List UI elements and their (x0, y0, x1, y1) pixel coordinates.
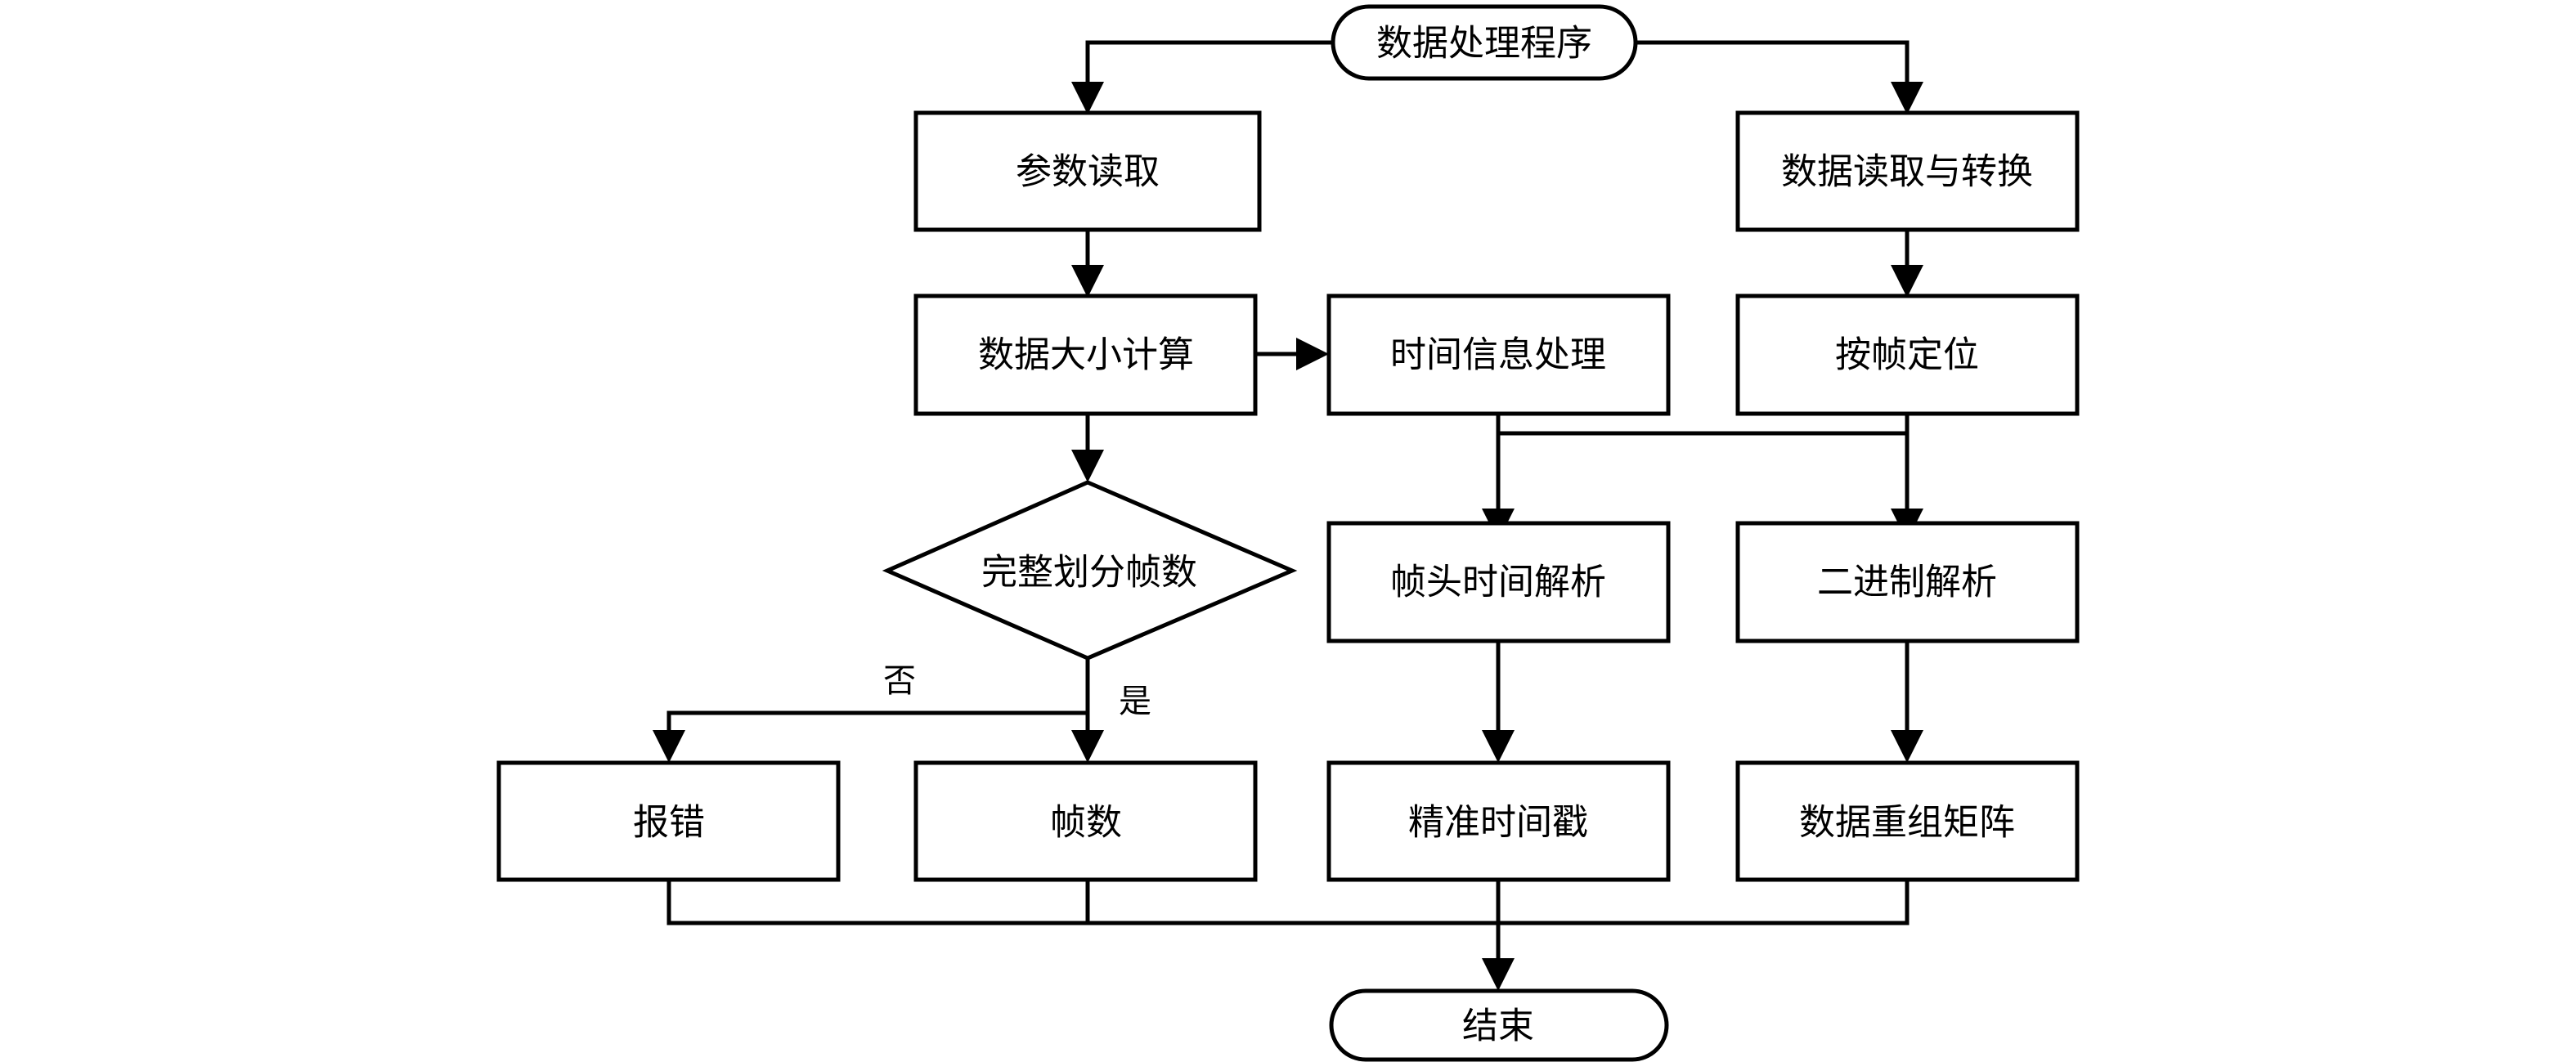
node-data-size-calc[interactable]: 数据大小计算 (913, 294, 1258, 416)
edge-data-read-convert-to-frame-locate (1891, 230, 1923, 298)
node-frame-header-time-parse[interactable]: 帧头时间解析 (1326, 521, 1671, 643)
node-start[interactable]: 数据处理程序 (1331, 4, 1638, 81)
node-data-size-calc-label: 数据大小计算 (978, 334, 1194, 376)
edge-bottom-merge-bus (666, 879, 1910, 925)
node-data-reorg-matrix[interactable]: 数据重组矩阵 (1735, 760, 2080, 882)
node-param-read-label: 参数读取 (1016, 151, 1160, 193)
node-frame-count[interactable]: 帧数 (913, 760, 1258, 882)
node-decision-full-frames-label: 完整划分帧数 (981, 552, 1197, 594)
edge-binary-parse-to-data-reorg-matrix (1891, 641, 1923, 763)
node-time-info-process-label: 时间信息处理 (1390, 334, 1606, 376)
edge-frame-header-parse-to-precise-timestamp (1482, 641, 1515, 763)
edge-decision-stem (1071, 658, 1104, 763)
node-data-read-convert[interactable]: 数据读取与转换 (1735, 110, 2080, 232)
node-frame-header-time-parse-label: 帧头时间解析 (1390, 562, 1606, 603)
node-binary-parse[interactable]: 二进制解析 (1735, 521, 2080, 643)
node-error-report-label: 报错 (633, 802, 705, 844)
node-frame-count-label: 帧数 (1050, 802, 1122, 844)
edge-label-no: 否 (883, 662, 916, 700)
node-data-reorg-matrix-label: 数据重组矩阵 (1799, 802, 2015, 844)
node-data-read-convert-label: 数据读取与转换 (1781, 151, 2033, 193)
node-end[interactable]: 结束 (1329, 988, 1669, 1062)
node-frame-locate[interactable]: 按帧定位 (1735, 294, 2080, 416)
node-binary-parse-label: 二进制解析 (1817, 562, 1997, 603)
node-precise-timestamp[interactable]: 精准时间戳 (1326, 760, 1671, 882)
node-time-info-process[interactable]: 时间信息处理 (1326, 294, 1671, 416)
node-frame-locate-label: 按帧定位 (1835, 334, 1979, 376)
edge-start-to-param-read (1071, 40, 1333, 114)
edge-label-yes: 是 (1119, 683, 1151, 720)
edge-data-size-calc-to-decision (1071, 414, 1104, 482)
node-error-report[interactable]: 报错 (496, 760, 841, 882)
edge-data-size-calc-to-time-info-process (1254, 338, 1329, 370)
node-end-label: 结束 (1462, 1006, 1534, 1047)
edge-param-read-to-data-size-calc (1071, 230, 1104, 298)
node-start-label: 数据处理程序 (1376, 23, 1592, 65)
edge-start-to-data-read-convert (1636, 40, 1923, 114)
edge-bus-to-end (1482, 923, 1515, 991)
edge-decision-no-to-error-report (653, 710, 1088, 763)
node-decision-full-frames[interactable]: 完整划分帧数 (882, 480, 1298, 661)
node-precise-timestamp-label: 精准时间戳 (1408, 802, 1588, 844)
node-param-read[interactable]: 参数读取 (913, 110, 1262, 232)
